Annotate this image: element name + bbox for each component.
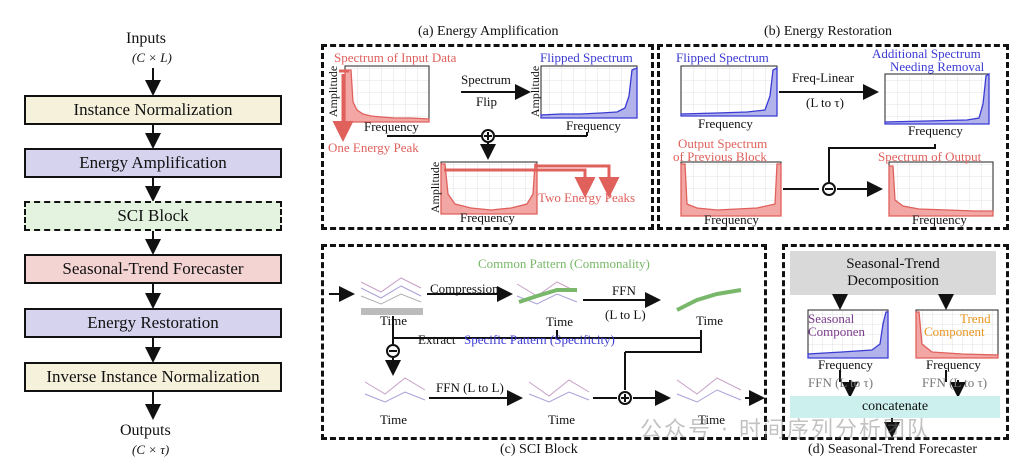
panel-c-graphics — [329, 277, 765, 406]
decomposition-box: Seasonal-Trend Decomposition — [790, 251, 996, 295]
seasonal-trend-forecaster-box: Seasonal-Trend Forecaster — [24, 254, 282, 284]
frequency-d1: Frequency — [818, 357, 873, 372]
decomposition-label-2: Decomposition — [847, 273, 939, 289]
panel-d-caption: (d) Seasonal-Trend Forecaster — [808, 442, 977, 457]
panel-b-caption: (b) Energy Restoration — [764, 24, 893, 39]
time-c1: Time — [380, 313, 407, 328]
spectrum-input-label: Spectrum of Input Data — [334, 50, 457, 65]
output-prev-label-2: of Previous Block — [673, 149, 767, 164]
frequency-a1: Frequency — [364, 119, 419, 134]
frequency-b2: Frequency — [908, 123, 963, 138]
spectrum-of-output-label: Spectrum of Output — [878, 149, 982, 164]
one-energy-peak-label: One Energy Peak — [328, 140, 419, 155]
flow-arrows — [145, 68, 161, 420]
time-c4: Time — [380, 412, 407, 427]
instance-normalization-box: Instance Normalization — [24, 95, 282, 125]
panel-b-graphics — [680, 65, 994, 217]
sci-block-box: SCI Block — [24, 201, 282, 231]
trend-component-label-2: Component — [924, 324, 985, 339]
panel-a-caption: (a) Energy Amplification — [418, 24, 559, 39]
panel-sci-block — [321, 244, 767, 440]
l-to-l-label: (L to L) — [605, 307, 646, 322]
outputs-dims: (C × τ) — [132, 442, 170, 457]
two-energy-peaks-label: Two Energy Peaks — [538, 190, 636, 205]
frequency-d2: Frequency — [926, 357, 981, 372]
additional-spectrum-label: Additional Spectrum — [872, 46, 981, 61]
seasonal-component-label-1: Seasonal — [808, 311, 855, 326]
time-c2: Time — [546, 314, 573, 329]
ffn-label: FFN — [612, 283, 636, 298]
energy-restoration-box: Energy Restoration — [24, 308, 282, 338]
energy-amplification-box: Energy Amplification — [24, 148, 282, 178]
ffn-l-to-l-label: FFN (L to L) — [436, 380, 504, 395]
time-c3: Time — [696, 313, 723, 328]
amplitude-a3: Amplitude — [428, 161, 443, 214]
ffn-tau-d2: FFN (L to τ) — [922, 375, 988, 390]
panel-energy-amplification — [321, 44, 654, 230]
needing-removal-label: Needing Removal — [890, 59, 985, 74]
panel-seasonal-trend-forecaster — [782, 244, 1009, 440]
frequency-b1: Frequency — [698, 116, 753, 131]
outputs-label: Outputs — [120, 422, 171, 439]
panel-c-caption: (c) SCI Block — [500, 442, 578, 457]
panel-a-graphics — [332, 65, 638, 215]
flip-label: Flip — [476, 94, 497, 109]
inputs-label: Inputs — [126, 30, 166, 47]
amplitude-a1: Amplitude — [326, 65, 341, 118]
decomposition-label-1: Seasonal-Trend — [846, 256, 940, 272]
l-to-tau-label: (L to τ) — [806, 95, 844, 110]
spectrum-flip-label: Spectrum — [461, 72, 511, 87]
common-pattern-label: Common Pattern (Commonality) — [478, 256, 650, 271]
output-prev-label-1: Output Spectrum — [678, 136, 768, 151]
inverse-instance-normalization-box: Inverse Instance Normalization — [24, 362, 282, 392]
inputs-dims: (C × L) — [132, 50, 172, 65]
flipped-spectrum-b-label: Flipped Spectrum — [676, 50, 769, 65]
ffn-tau-d1: FFN (L to τ) — [808, 375, 874, 390]
compression-label: Compression — [430, 281, 499, 296]
frequency-b4: Frequency — [912, 212, 967, 227]
time-c6: Time — [698, 412, 725, 427]
trend-component-label-1: Trend — [960, 311, 991, 326]
flipped-spectrum-a-label: Flipped Spectrum — [540, 50, 633, 65]
panel-d-graphics — [807, 294, 999, 438]
frequency-a2: Frequency — [566, 118, 621, 133]
frequency-a3: Frequency — [460, 210, 515, 225]
specific-pattern-label: Specific Pattern (Specificity) — [464, 332, 615, 347]
extract-label: Extract — [418, 332, 456, 347]
amplitude-a2: Amplitude — [528, 65, 543, 118]
watermark-text: 公众号 · 时间序列分析团队 — [640, 418, 931, 443]
freq-linear-label: Freq-Linear — [792, 70, 855, 85]
seasonal-component-label-2: Componen — [808, 324, 866, 339]
frequency-b3: Frequency — [704, 212, 759, 227]
time-c5: Time — [548, 412, 575, 427]
panel-energy-restoration — [657, 44, 1009, 230]
concatenate-box: concatenate — [790, 396, 1000, 418]
